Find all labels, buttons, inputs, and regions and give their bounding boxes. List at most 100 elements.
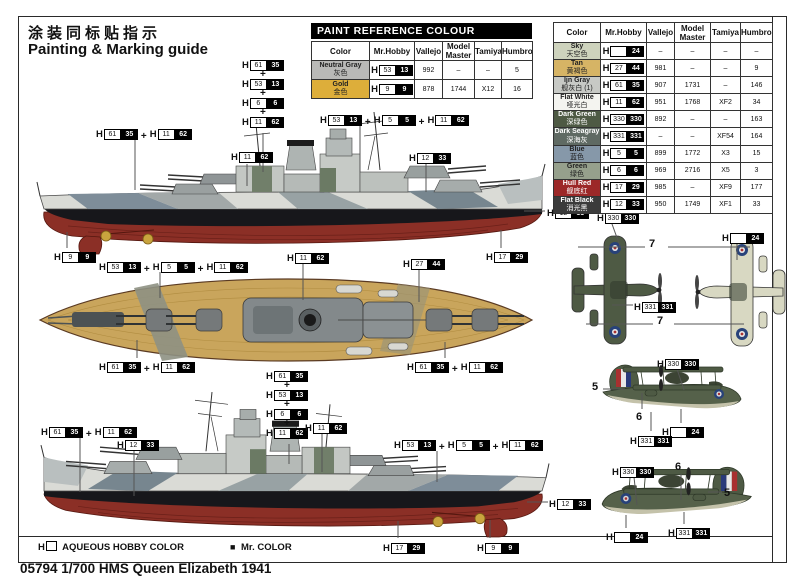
column-header: Mr.Hobby xyxy=(369,41,415,61)
plus-separator: + xyxy=(438,442,445,453)
decal-number: 6 xyxy=(636,411,643,423)
black-square-icon: ■ xyxy=(229,541,236,552)
vallejo-cell: – xyxy=(646,127,675,146)
column-header: Model Master xyxy=(442,41,475,61)
decal-number: 6 xyxy=(675,461,682,473)
mm-cell: – xyxy=(442,60,475,80)
turret-Y xyxy=(471,308,524,332)
mm-cell: 1744 xyxy=(442,79,475,99)
plus-separator: + xyxy=(284,418,290,429)
decal-number: 5 xyxy=(592,381,599,393)
decal-number: 7 xyxy=(657,315,664,327)
vallejo-cell: 951 xyxy=(646,93,675,112)
humbrol-cell: 146 xyxy=(740,76,773,95)
mm-cell: – xyxy=(674,178,711,197)
paint-callout: H 24 xyxy=(722,230,764,248)
mm-cell: 1768 xyxy=(674,93,711,112)
legend-aqueous: H AQUEOUS HOBBY COLOR xyxy=(38,541,184,553)
vallejo-cell: 878 xyxy=(414,79,443,99)
paint-code: H 24 xyxy=(662,427,704,439)
plus-separator: + xyxy=(143,264,150,275)
plus-separator: + xyxy=(284,399,290,410)
tamiya-cell: X12 xyxy=(474,79,502,99)
humbrol-cell: 177 xyxy=(740,178,773,197)
plus-separator: + xyxy=(85,429,92,440)
tamiya-cell: XF2 xyxy=(710,93,741,112)
paint-callout: H 24 xyxy=(662,424,704,442)
turret-X xyxy=(425,308,482,332)
decal-number: 7 xyxy=(649,238,656,250)
legend-mr-color: ■ Mr. COLOR xyxy=(229,541,292,553)
humbrol-cell: 16 xyxy=(501,79,533,99)
humbrol-cell: 15 xyxy=(740,144,773,163)
mm-cell: 1749 xyxy=(674,195,711,214)
walrus-top-view-green xyxy=(571,235,663,345)
legend-separator-line xyxy=(18,536,773,537)
plus-separator: + xyxy=(451,364,458,375)
mm-cell: – xyxy=(674,41,711,61)
mm-cell: 2716 xyxy=(674,161,711,180)
plus-separator: + xyxy=(284,380,290,391)
plus-separator: + xyxy=(143,364,150,375)
humbrol-cell: – xyxy=(740,41,773,61)
